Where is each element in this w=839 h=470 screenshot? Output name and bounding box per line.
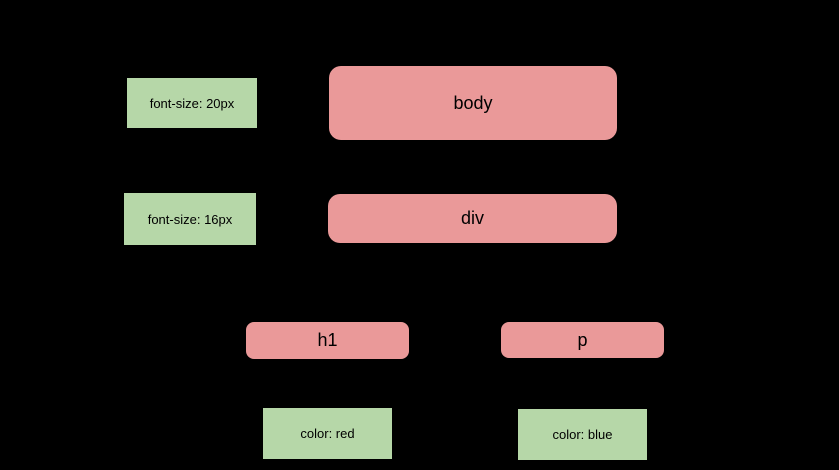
- style-box-font-size-16px: font-size: 16px: [124, 193, 256, 245]
- connector-div-to-p: [472, 242, 583, 323]
- style-label: font-size: 16px: [147, 211, 233, 227]
- connector-div-to-h1: [327, 242, 474, 323]
- dom-node-body: body: [329, 66, 617, 140]
- style-label: font-size: 20px: [149, 95, 235, 111]
- style-box-font-size-20px: font-size: 20px: [127, 78, 257, 128]
- dom-node-h1: h1: [246, 322, 409, 359]
- style-box-color-red: color: red: [263, 408, 392, 459]
- style-box-color-blue: color: blue: [518, 409, 647, 460]
- node-label: p: [577, 329, 588, 350]
- node-label: div: [460, 208, 484, 228]
- style-label: color: red: [300, 426, 355, 441]
- node-label: h1: [317, 330, 338, 350]
- style-label: color: blue: [552, 427, 613, 442]
- dom-node-div: div: [328, 194, 617, 243]
- node-label: body: [453, 92, 493, 113]
- dom-node-p: p: [501, 322, 664, 358]
